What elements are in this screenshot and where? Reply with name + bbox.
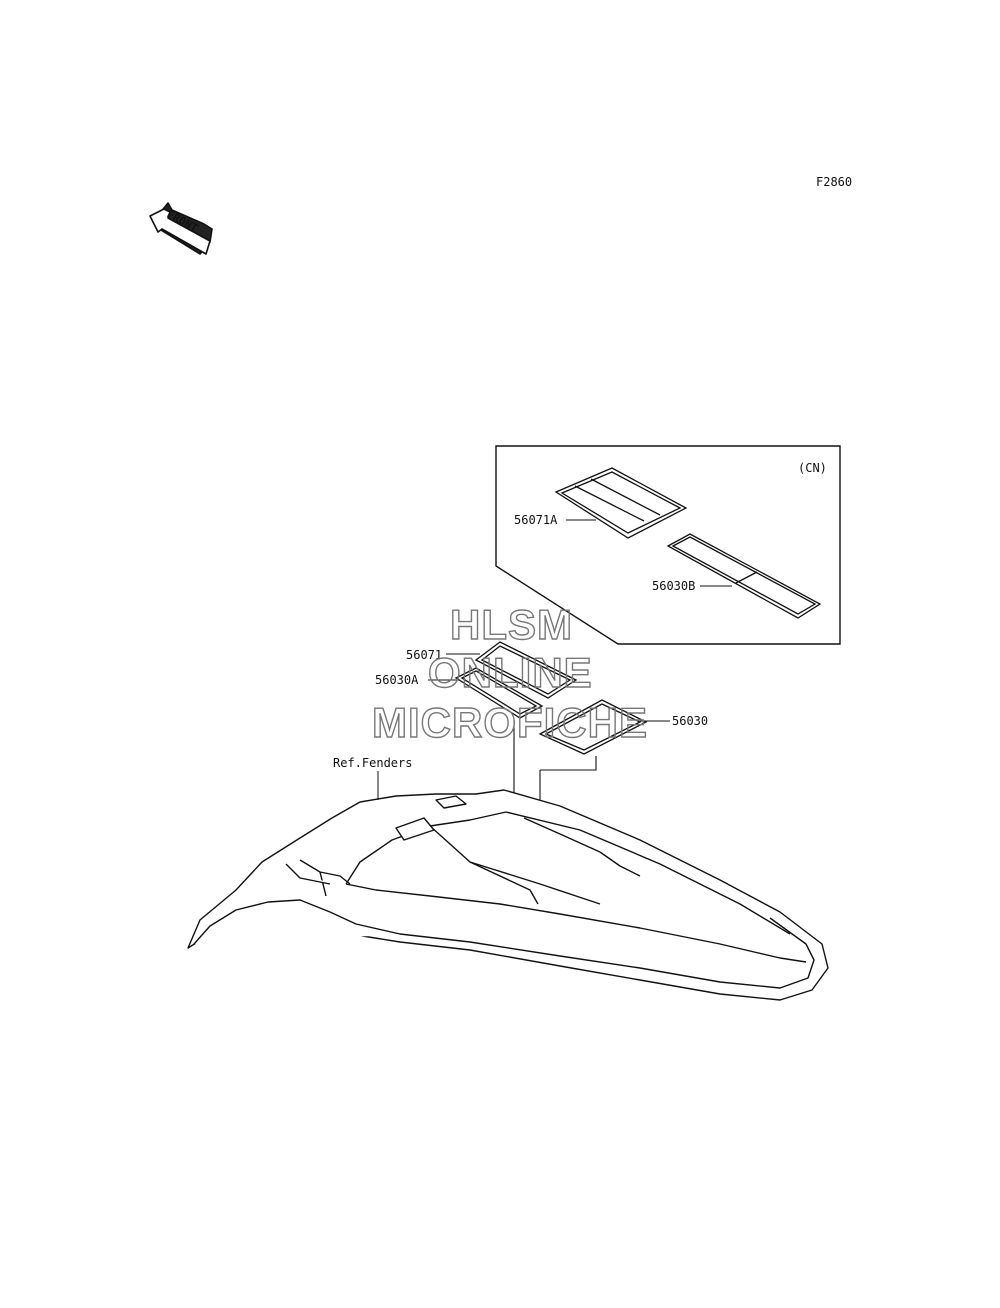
callout-ref-fenders: Ref.Fenders	[333, 756, 412, 770]
watermark-line1: HLSM	[450, 601, 573, 648]
callout-56071A: 56071A	[514, 513, 558, 527]
callout-56030A: 56030A	[375, 673, 419, 687]
callout-56071: 56071	[406, 648, 442, 662]
label-56030B-part	[666, 533, 822, 619]
figure-code: F2860	[816, 175, 852, 189]
watermark-line2: ONLINE	[428, 649, 593, 696]
watermark: HLSM ONLINE MICROFICHE	[371, 600, 648, 746]
front-arrow-icon: FRONT	[149, 202, 213, 255]
label-56071-part	[474, 641, 578, 699]
label-56071A-part	[554, 467, 688, 539]
cn-inset-box	[495, 445, 841, 645]
inset-region-label: (CN)	[798, 461, 827, 475]
callout-56030: 56030	[672, 714, 708, 728]
label-56030-part	[538, 699, 648, 755]
label-56030A-part	[454, 667, 544, 719]
callout-56030B: 56030B	[652, 579, 695, 593]
watermark-line3: MICROFICHE	[372, 699, 648, 746]
rear-fender	[187, 789, 829, 1001]
